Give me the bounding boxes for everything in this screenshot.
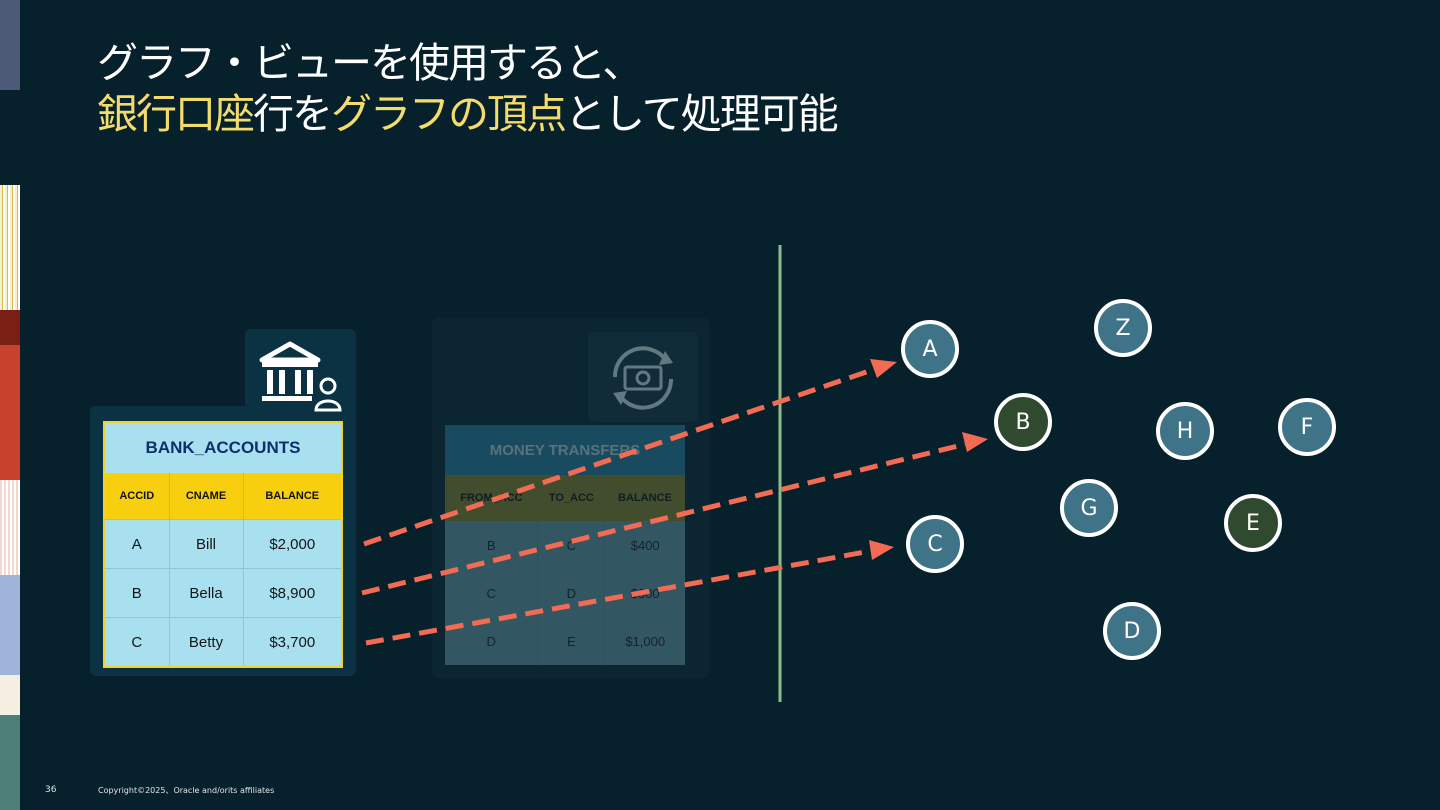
copyright-text: Copyright©2025、Oracle and/orits affiliat… [98,786,275,795]
decorative-strip [0,310,20,345]
money-transfers-table: MONEY TRANSFERS FROM_ACC TO_ACC BALANCE … [445,425,685,665]
graph-node-f: F [1278,398,1336,456]
table-cell: $3,700 [243,617,342,667]
decorative-strip [0,345,20,480]
table-cell: $1,000 [604,617,685,665]
decorative-strip [0,675,20,715]
arrowhead-c [869,540,894,560]
table-cell: $400 [604,521,685,569]
graph-node-z: Z [1094,299,1152,357]
graph-node-a: A [901,320,959,378]
decorative-strip [0,480,20,575]
decorative-strip [0,715,20,810]
table-row: A Bill $2,000 [104,519,342,569]
table-cell: $2,000 [243,519,342,569]
decorative-strip [0,185,20,310]
money-transfers-title: MONEY TRANSFERS [445,425,685,475]
table-cell: B [104,568,170,618]
graph-node-g: G [1060,479,1118,537]
table-cell: $8,900 [243,568,342,618]
slide-title: グラフ・ビューを使用すると、 銀行口座行をグラフの頂点として処理可能 [97,38,839,140]
arrowhead-a [870,359,897,378]
title-text-row: 行を [253,90,333,138]
table-row: C Betty $3,700 [104,617,342,667]
money-transfer-icon [612,346,674,410]
graph-node-c: C [906,515,964,573]
bank-accounts-table: BANK_ACCOUNTS ACCID CNAME BALANCE A Bill… [103,421,343,668]
table-cell: C [104,617,170,667]
table-cell: E [537,617,606,665]
graph-node-h: H [1156,402,1214,460]
table-row: B Bella $8,900 [104,568,342,618]
transfer-icon-card [588,332,698,422]
graph-node-b: B [994,393,1052,451]
table-cell: D [445,617,539,665]
table-row: C D $300 [445,569,685,617]
table-cell: A [104,519,170,569]
title-highlight-bank-account: 銀行口座 [97,90,255,138]
title-highlight-graph-vertex: グラフの頂点 [331,90,567,138]
graph-node-d: D [1103,602,1161,660]
bank-building-icon [259,341,321,401]
page-number: 36 [45,785,57,795]
decorative-strip [0,0,20,90]
mapping-arrow-c [365,547,877,646]
column-header: BALANCE [243,473,342,520]
graph-node-e: E [1224,494,1282,552]
column-header: BALANCE [604,475,685,521]
table-cell: C [537,521,606,569]
table-cell: Betty [169,617,244,667]
column-header: CNAME [169,473,244,520]
bank-accounts-title: BANK_ACCOUNTS [104,422,342,473]
table-cell: D [537,569,606,617]
title-line-1: グラフ・ビューを使用すると、 [97,39,643,87]
column-header: ACCID [104,473,170,520]
table-cell: B [445,521,539,569]
decorative-strip [0,575,20,675]
table-cell: Bella [169,568,244,618]
table-cell: Bill [169,519,244,569]
table-row: B C $400 [445,521,685,569]
mapping-arrow-a [363,365,879,547]
user-icon [314,377,342,412]
arrowhead-b [962,432,988,452]
table-cell: C [445,569,539,617]
title-text-rest: として処理可能 [565,90,839,138]
mapping-arrow-b [361,440,971,596]
table-row: D E $1,000 [445,617,685,665]
